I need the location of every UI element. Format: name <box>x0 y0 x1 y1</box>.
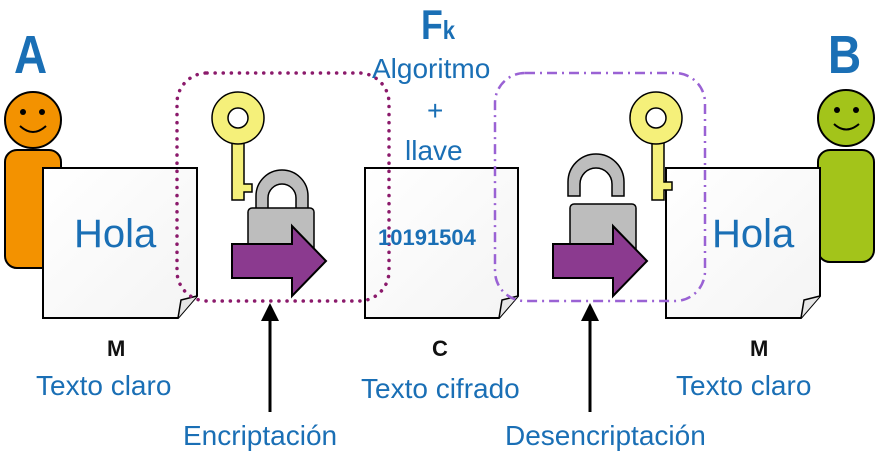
plaintext-left-symbol: M <box>107 336 126 361</box>
key-left-icon <box>211 91 265 201</box>
function-algorithm: Algoritmo <box>372 53 491 84</box>
decryption-arrow <box>552 223 649 299</box>
plaintext-left-caption: Texto claro <box>36 370 172 401</box>
encryption-boundary <box>175 71 391 303</box>
ciphertext-content: 10191504 <box>378 225 476 250</box>
decryption-boundary <box>493 71 707 303</box>
function-key: llave <box>405 135 463 166</box>
encryption-arrow <box>231 223 328 299</box>
receiver-label: B <box>828 25 862 85</box>
plaintext-right-symbol: M <box>750 336 769 361</box>
key-right-icon <box>629 91 683 201</box>
plaintext-right-content: Hola <box>712 212 795 256</box>
function-symbol: Fk <box>421 1 456 48</box>
sender-label: A <box>14 25 48 85</box>
plaintext-right-caption: Texto claro <box>676 370 812 401</box>
plaintext-left-document <box>42 167 198 319</box>
decryption-label: Desencriptación <box>505 420 706 451</box>
ciphertext-symbol: C <box>432 336 448 361</box>
encryption-label: Encriptación <box>183 420 338 451</box>
function-plus: + <box>427 95 444 126</box>
person-b-icon <box>817 89 875 263</box>
ciphertext-caption: Texto cifrado <box>361 373 520 404</box>
plaintext-left-content: Hola <box>74 212 157 256</box>
